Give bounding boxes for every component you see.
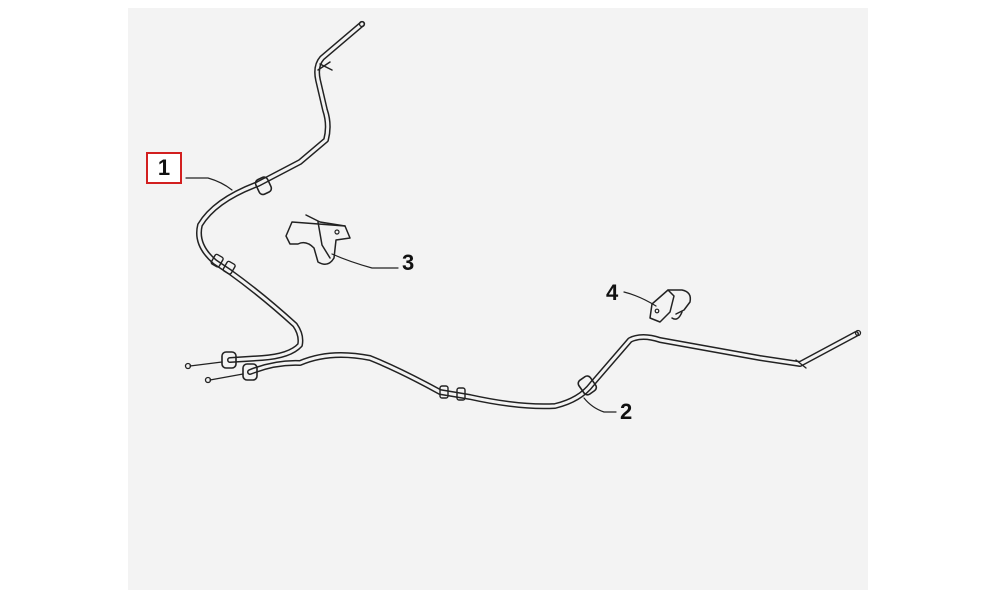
callout-4[interactable]: 4 (606, 282, 618, 304)
leader-line-4 (623, 291, 657, 307)
leader-line-1 (185, 177, 233, 191)
diagram-panel (128, 8, 868, 590)
cable-part-2[interactable] (204, 329, 862, 410)
callout-1-label: 1 (157, 155, 171, 180)
callout-4-label: 4 (606, 280, 619, 305)
cable-part-1[interactable] (184, 20, 366, 370)
leader-line-3 (331, 253, 399, 269)
bracket-part-3[interactable] (285, 214, 351, 265)
callout-3-label: 3 (402, 250, 415, 275)
callout-2[interactable]: 2 (620, 401, 632, 423)
callout-3[interactable]: 3 (402, 252, 414, 274)
callout-1[interactable]: 1 (146, 152, 182, 184)
callout-2-label: 2 (620, 399, 633, 424)
clip-part-4[interactable] (649, 289, 692, 323)
leader-line-2 (583, 397, 617, 413)
